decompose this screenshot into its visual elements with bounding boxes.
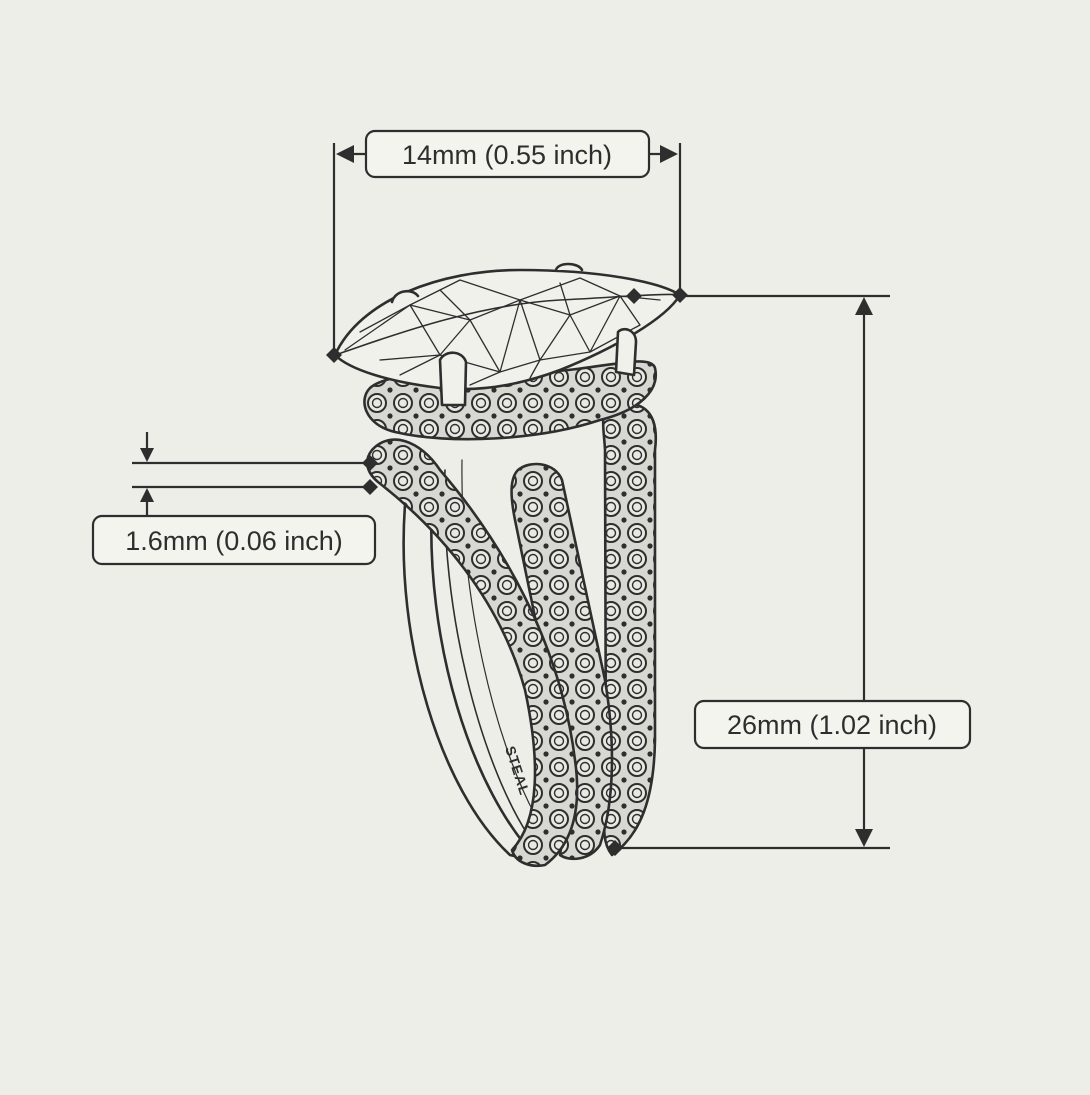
marker-band-top bbox=[362, 455, 378, 471]
ring-engraving: STEAL bbox=[502, 744, 533, 797]
prong-front-left bbox=[438, 351, 468, 407]
prong-front-right bbox=[614, 328, 638, 377]
stone-girdle bbox=[334, 293, 681, 356]
stone-facets bbox=[344, 277, 661, 386]
prong-back-right bbox=[554, 262, 584, 272]
pave-band-middle bbox=[510, 462, 614, 861]
dimension-ring-height: 26mm (1.02 inch) bbox=[615, 294, 972, 850]
thickness-label-box bbox=[91, 514, 377, 566]
arrow-top bbox=[855, 297, 873, 315]
arrow-up bbox=[140, 488, 154, 502]
marquise-stone bbox=[333, 262, 682, 407]
prong-back-left bbox=[390, 289, 420, 304]
dimension-band-thickness: 1.6mm (0.06 inch) bbox=[91, 432, 377, 566]
marker-ring-bottom bbox=[607, 840, 623, 856]
marker-band-bottom bbox=[362, 479, 378, 495]
measurement-markers bbox=[326, 287, 688, 856]
pave-band-right bbox=[601, 403, 658, 857]
ring-drawing: STEAL bbox=[333, 262, 682, 868]
dimension-stone-width: 14mm (0.55 inch) bbox=[332, 129, 682, 355]
arrow-down bbox=[140, 448, 154, 462]
arrow-bottom bbox=[855, 829, 873, 847]
arrow-left bbox=[336, 145, 354, 163]
marker-stone-left bbox=[326, 347, 342, 363]
stone-width-label: 14mm (0.55 inch) bbox=[402, 140, 612, 170]
marker-stone-right-inner bbox=[626, 288, 642, 304]
ring-height-label: 26mm (1.02 inch) bbox=[727, 710, 937, 740]
marker-stone-right bbox=[672, 287, 688, 303]
width-label-box bbox=[364, 129, 651, 179]
height-label-box bbox=[693, 699, 972, 750]
pave-band-left bbox=[365, 438, 579, 868]
band-thickness-label: 1.6mm (0.06 inch) bbox=[125, 526, 343, 556]
arrow-right bbox=[660, 145, 678, 163]
